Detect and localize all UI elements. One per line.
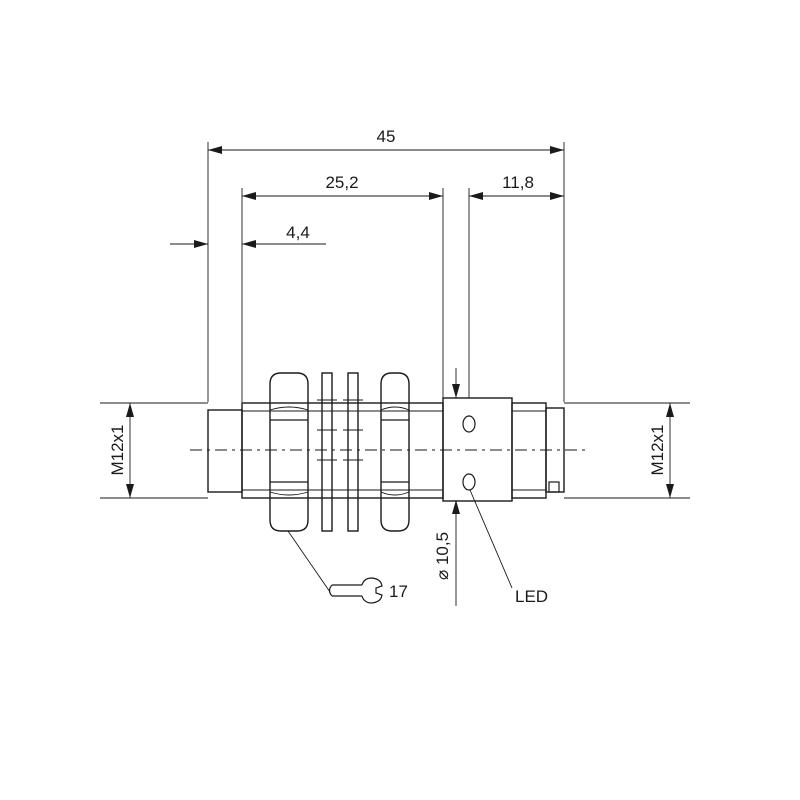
dimension-45-label: 45 <box>377 127 396 146</box>
wrench-size-label: 17 <box>389 582 408 601</box>
dimension-4-4-label: 4,4 <box>286 223 310 242</box>
dimension-front-section: 4,4 <box>170 223 326 248</box>
led-label: LED <box>515 587 548 606</box>
dimension-11-8-label: 11,8 <box>502 173 534 192</box>
led-window-top <box>462 415 476 433</box>
wrench-icon <box>328 577 383 604</box>
dimension-overall-length: 45 <box>208 127 564 154</box>
dimension-25-2-label: 25,2 <box>325 173 358 192</box>
toothed-washer-left <box>317 372 337 532</box>
hex-nut-right <box>380 372 410 532</box>
dimension-thread-left: M12x1 <box>108 403 134 498</box>
extension-lines <box>100 142 690 499</box>
dimension-thread-length: 25,2 <box>242 173 443 200</box>
hex-nut-left <box>269 372 309 532</box>
sensing-face <box>207 409 243 493</box>
led-window-bottom <box>462 473 476 491</box>
diameter-label: ⌀ 10,5 <box>433 532 452 580</box>
dimension-body-diameter: ⌀ 10,5 <box>433 368 460 606</box>
led-callout: LED <box>469 489 548 606</box>
m12-connector <box>511 402 565 499</box>
wrench-callout: 17 <box>287 530 408 604</box>
thread-right-label: M12x1 <box>648 424 667 475</box>
sensor-body <box>207 372 565 532</box>
toothed-washer-right <box>343 372 363 532</box>
dimension-thread-right: M12x1 <box>648 403 674 498</box>
thread-left-label: M12x1 <box>108 424 127 475</box>
dimension-connector-length: 11,8 <box>469 173 564 200</box>
